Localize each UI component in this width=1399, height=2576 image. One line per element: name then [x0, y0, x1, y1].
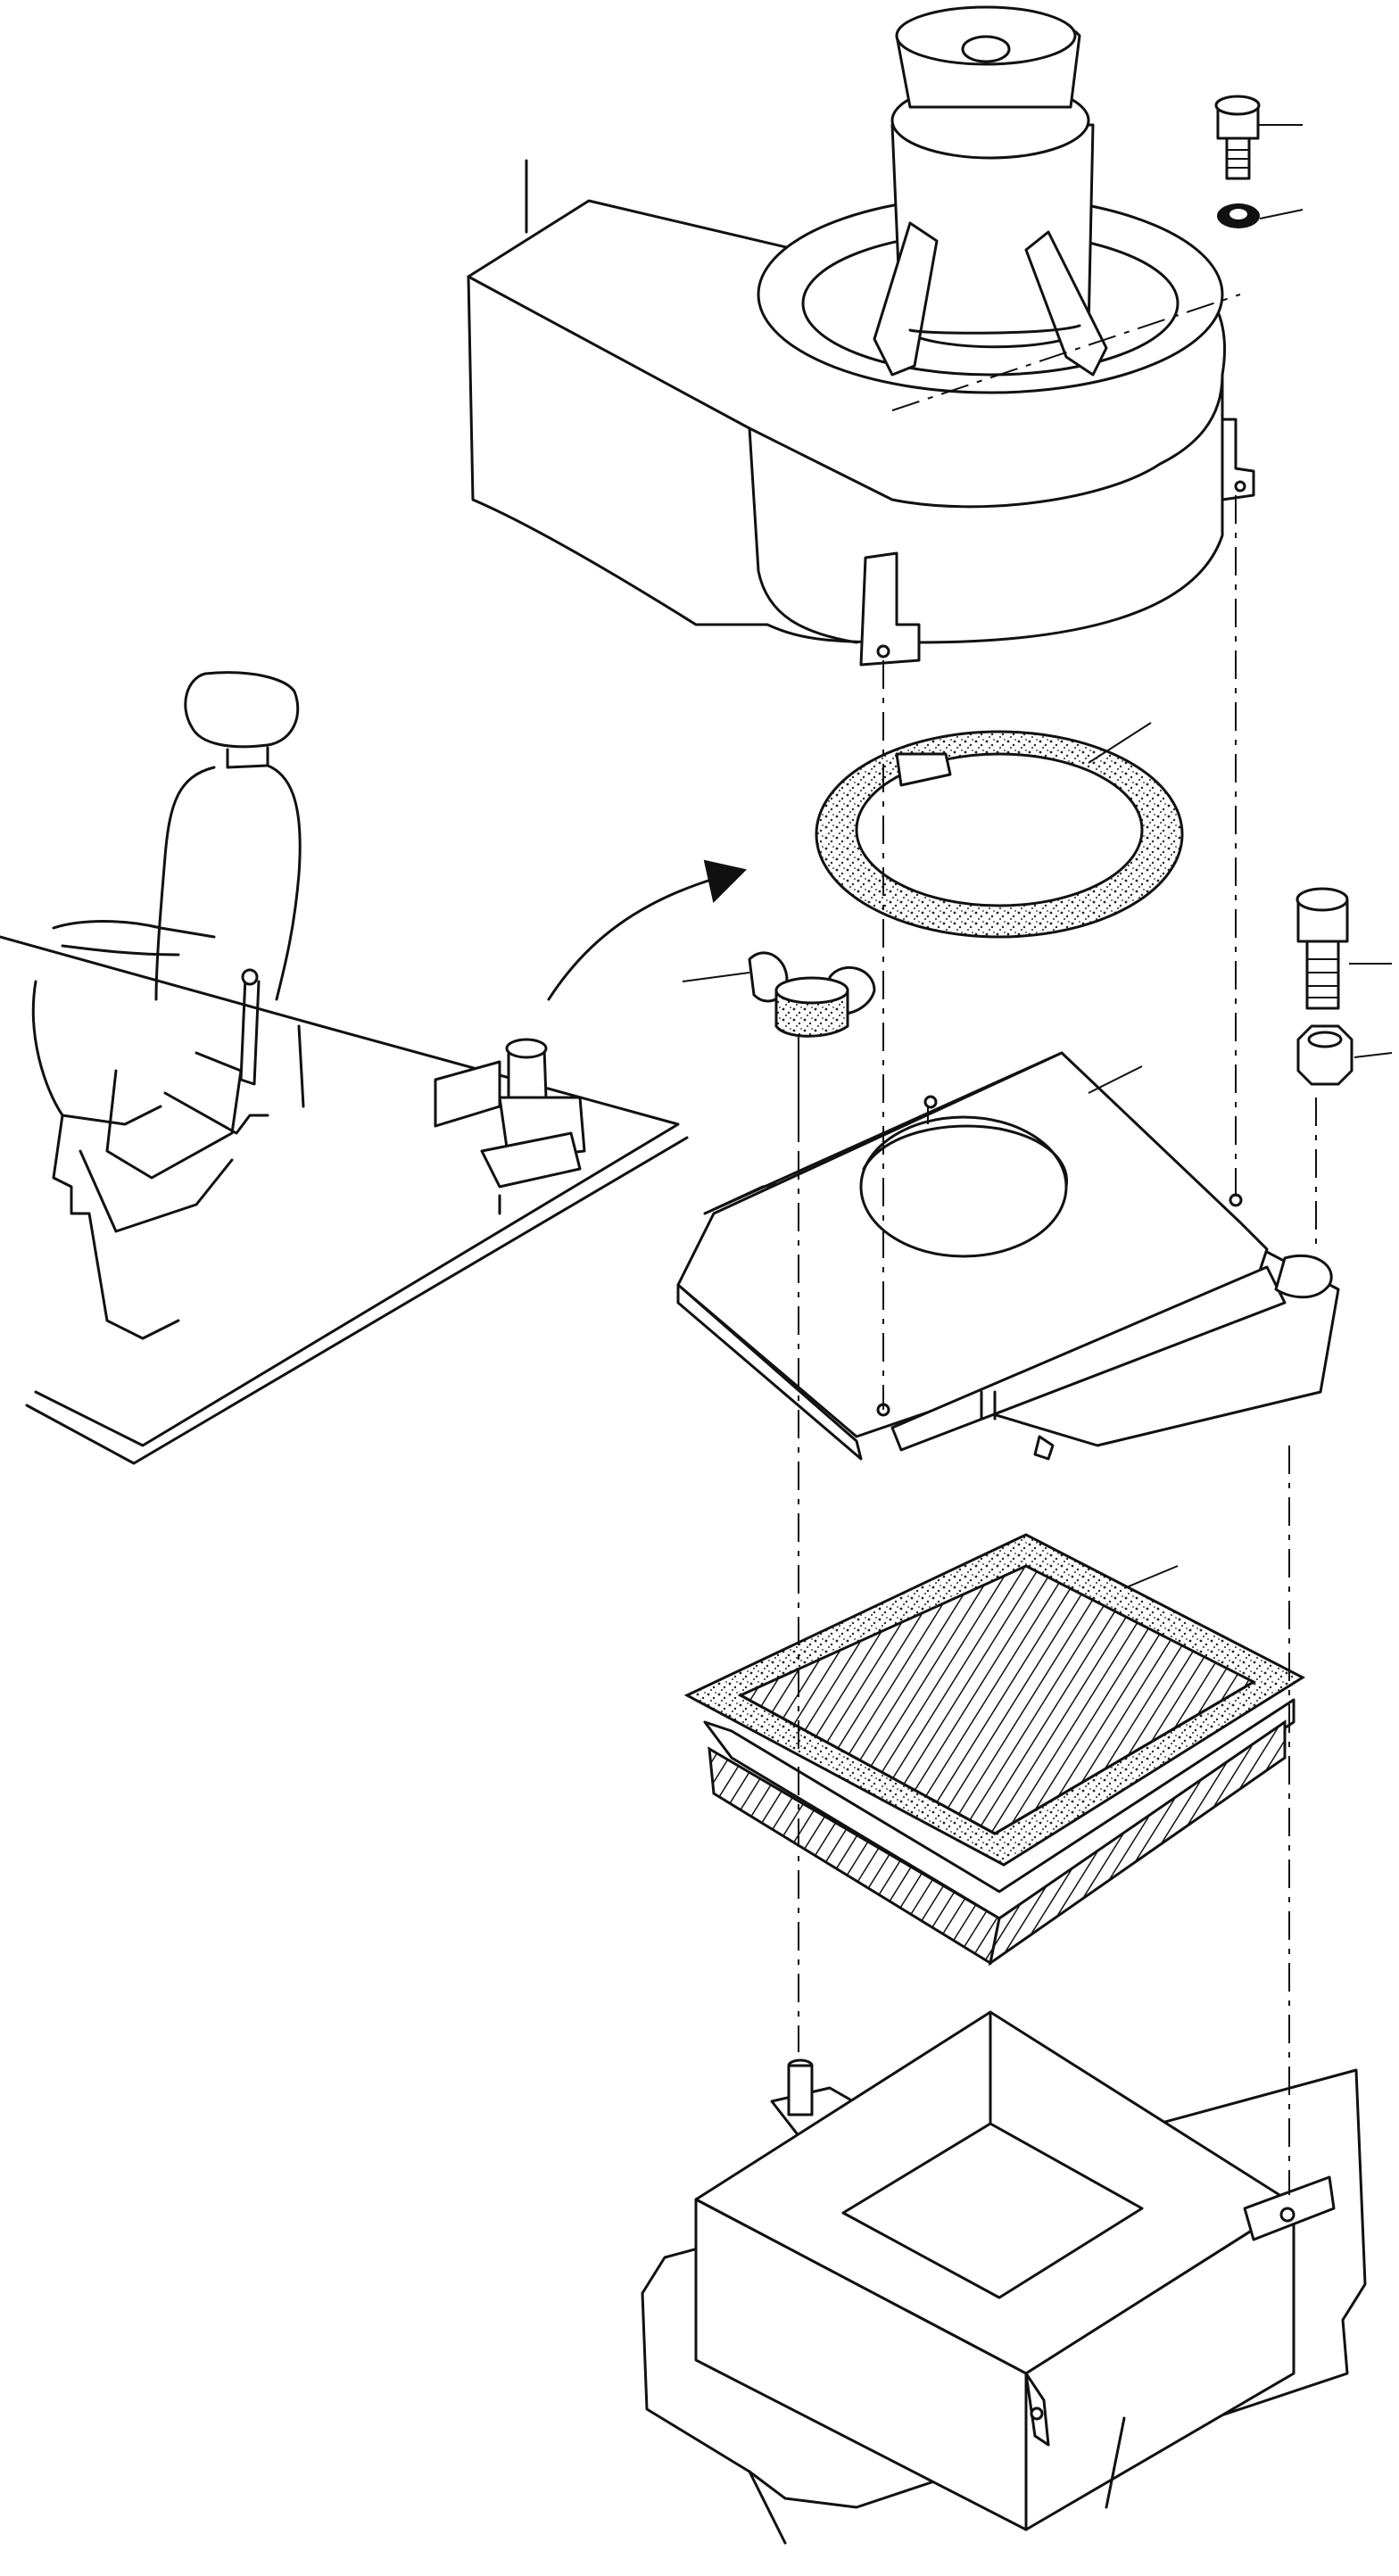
- plate-icon: [676, 1051, 1340, 1461]
- operator-cab-icon: [0, 671, 689, 1465]
- blower-motor-icon: [467, 5, 1255, 667]
- bolt-icon: [1296, 887, 1349, 1010]
- washer-icon: [1217, 203, 1260, 228]
- assembly-axis-lines: [798, 294, 1317, 2195]
- wing-nut-icon: [748, 951, 876, 1038]
- hex-nut-icon: [1296, 1024, 1353, 1086]
- leader-line: [1353, 1052, 1393, 1058]
- leader-line: [1259, 209, 1304, 219]
- cab-blower-location-icon: [434, 1038, 586, 1215]
- filter-icon: [683, 1533, 1306, 1967]
- leader-line: [1088, 1065, 1143, 1094]
- housing-box-icon: [641, 2010, 1367, 2545]
- foam-ring-icon: [815, 730, 1184, 939]
- bolt-icon: [1214, 95, 1261, 180]
- location-arrow: [547, 859, 747, 1001]
- leader-line: [682, 972, 750, 982]
- leader-line: [1123, 1565, 1179, 1589]
- leader-line: [1088, 722, 1152, 764]
